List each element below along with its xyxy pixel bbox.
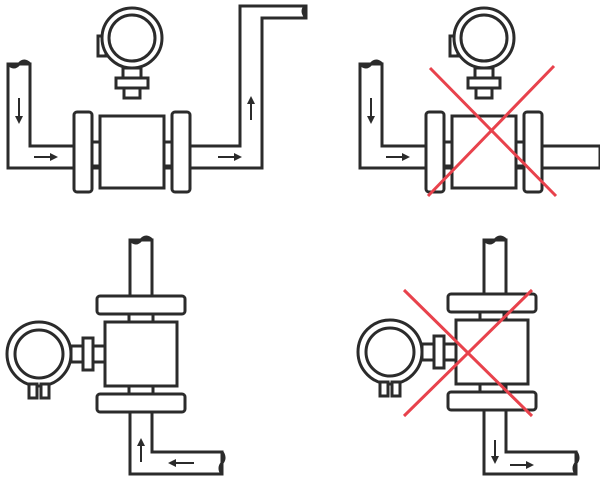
panel-vertical-correct (5, 235, 226, 476)
panel-horizontal-incorrect (358, 6, 600, 198)
flowmeter (5, 294, 187, 414)
incorrect-cross-icon (426, 64, 558, 198)
flowmeter (72, 6, 192, 194)
panel-horizontal-correct (6, 4, 308, 194)
incorrect-cross-icon (402, 288, 534, 418)
panel-vertical-incorrect (356, 235, 580, 476)
